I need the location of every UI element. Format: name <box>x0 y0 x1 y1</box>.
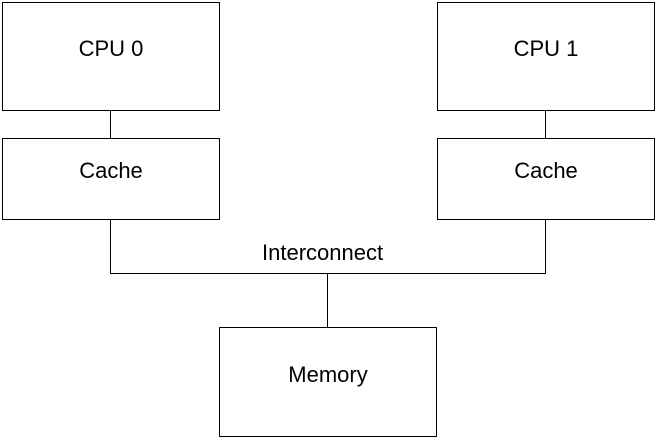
interconnect-bus-line <box>110 273 546 274</box>
memory-box: Memory <box>219 327 437 437</box>
cache-0-label: Cache <box>79 158 143 183</box>
memory-label: Memory <box>288 362 368 387</box>
interconnect-memory-line <box>327 273 328 328</box>
cache-0-box: Cache <box>2 138 220 220</box>
cpu-1-label: CPU 1 <box>513 35 579 61</box>
cache-1-label: Cache <box>514 158 578 183</box>
interconnect-right-line <box>545 219 546 274</box>
interconnect-label: Interconnect <box>262 240 384 265</box>
cpu-1-cache-connector <box>545 110 546 139</box>
cpu-0-label: CPU 0 <box>78 35 144 61</box>
cpu-1-box: CPU 1 <box>437 2 655 111</box>
cache-1-box: Cache <box>437 138 655 220</box>
cpu-0-box: CPU 0 <box>2 2 220 111</box>
interconnect-left-line <box>110 219 111 274</box>
cpu-0-cache-connector <box>110 110 111 139</box>
